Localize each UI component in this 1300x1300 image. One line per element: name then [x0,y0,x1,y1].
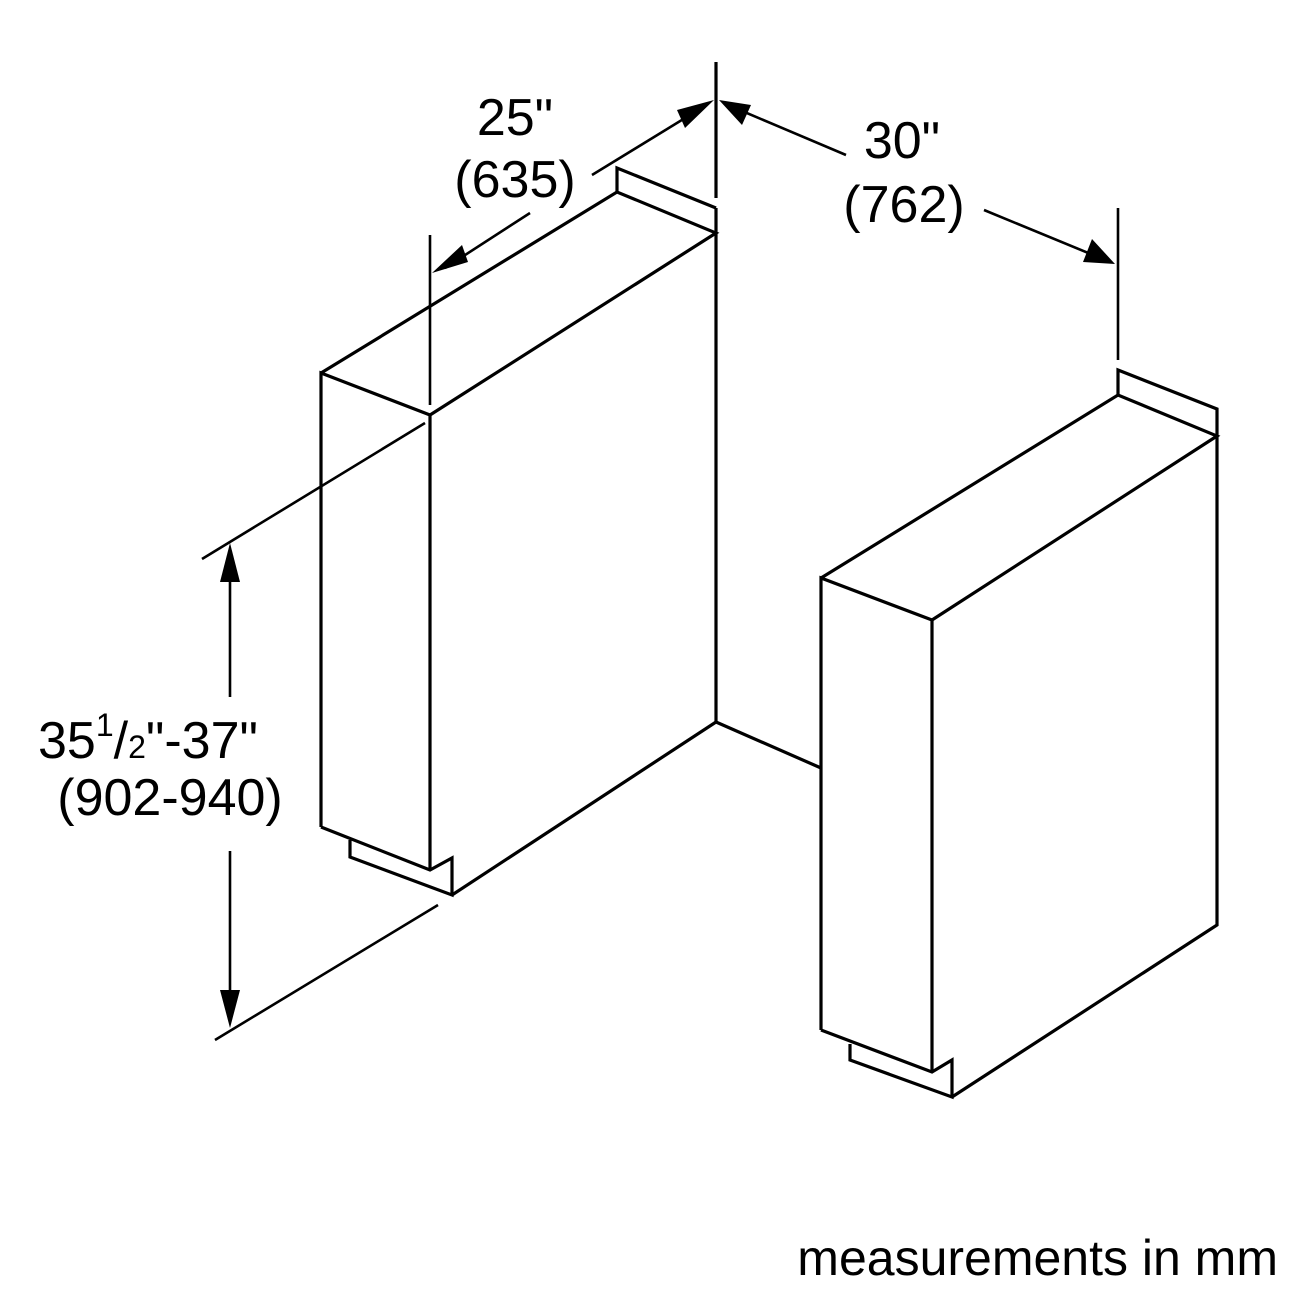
height-fraction-num: 1 [96,707,114,743]
height-dimension [201,421,439,1042]
height-mm-label: (902-940) [57,769,282,827]
left-cabinet [319,165,822,898]
height-fraction-slash: / [114,712,129,770]
gap-mm-label: (762) [843,176,964,234]
right-cabinet [819,367,1221,1100]
measurement-note: measurements in mm [797,1230,1278,1286]
height-rest: "-37" [146,712,258,770]
depth-dimension [428,100,714,405]
height-fraction-den: 2 [128,729,146,765]
gap-dimension [719,100,1120,360]
height-whole: 35 [38,712,96,770]
depth-inches-label: 25" [477,89,553,147]
height-inches-label: 351/2"-37" [38,707,258,770]
gap-inches-label: 30" [864,112,940,170]
depth-mm-label: (635) [454,151,575,209]
